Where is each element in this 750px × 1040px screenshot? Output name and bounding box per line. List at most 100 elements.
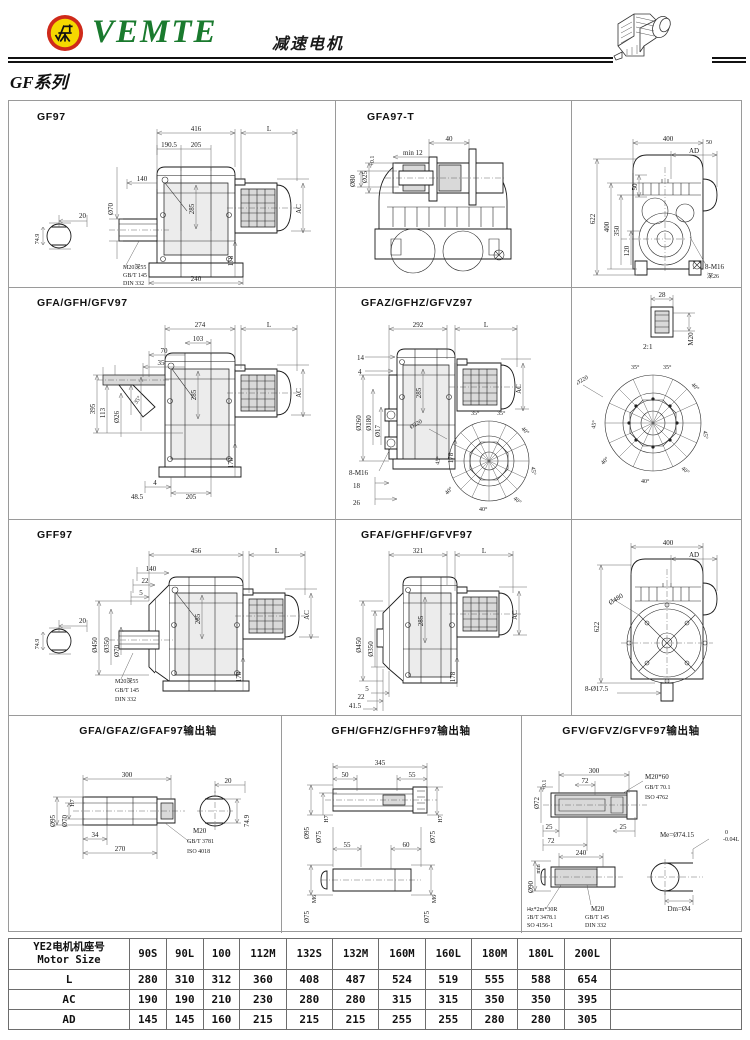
table-cell: 160 bbox=[202, 1009, 241, 1030]
svg-text:深26: 深26 bbox=[707, 272, 719, 280]
table-cell: 280 bbox=[129, 969, 167, 990]
svg-text:GB/T 145: GB/T 145 bbox=[123, 273, 147, 279]
table-cell: 215 bbox=[239, 1009, 287, 1030]
svg-text:622: 622 bbox=[589, 213, 597, 224]
svg-text:35°: 35° bbox=[132, 394, 143, 405]
svg-text:240: 240 bbox=[576, 849, 587, 857]
svg-text:AC: AC bbox=[295, 204, 303, 214]
table-cell: 255 bbox=[424, 1009, 472, 1030]
dimension-lines-shaft-gfh-top bbox=[307, 763, 443, 816]
svg-text:18: 18 bbox=[353, 482, 361, 490]
svg-text:40°: 40° bbox=[512, 495, 523, 506]
svg-text:70: 70 bbox=[161, 347, 169, 355]
drawing-gfaf-gfhf-gfvf97: 321 L Ø450 Ø350 285 178 AC 5 22 41.5 bbox=[349, 547, 527, 711]
table-cell: 360 bbox=[239, 969, 287, 990]
key-section-gf97: 74.9 20 bbox=[35, 212, 88, 250]
table-header-spacer bbox=[610, 938, 742, 970]
svg-text:178: 178 bbox=[235, 671, 243, 682]
sheet-divider bbox=[335, 287, 336, 519]
svg-text:ISO 4762: ISO 4762 bbox=[645, 795, 668, 801]
svg-text:456: 456 bbox=[191, 547, 202, 555]
svg-text:M6: M6 bbox=[432, 895, 438, 903]
svg-text:72: 72 bbox=[582, 777, 590, 785]
svg-text:Ø450: Ø450 bbox=[355, 637, 363, 653]
shaft-lower-view-gfv bbox=[540, 866, 623, 888]
svg-text:292: 292 bbox=[413, 321, 424, 329]
svg-text:35°: 35° bbox=[497, 410, 506, 417]
svg-text:Ø25: Ø25 bbox=[361, 170, 369, 183]
dimension-lines-right-top bbox=[593, 139, 718, 276]
svg-text:35: 35 bbox=[158, 359, 166, 367]
svg-text:140: 140 bbox=[146, 565, 157, 573]
table-col-header: 200L bbox=[563, 938, 612, 970]
table-cell: 555 bbox=[470, 969, 519, 990]
drawing-gfaz-gfhz-gfvz97: 292 L 14 4 Ø260 Ø180 Ø17 285 178 AC 8-M1… bbox=[349, 321, 537, 513]
svg-text:72: 72 bbox=[548, 837, 556, 845]
table-cell: 524 bbox=[378, 969, 426, 990]
svg-text:274: 274 bbox=[195, 321, 206, 329]
key-section-gff97: 74.9 20 bbox=[35, 617, 88, 655]
svg-text:H7: H7 bbox=[438, 815, 444, 822]
dimension-lines-shaft-gfh-bottom bbox=[307, 827, 435, 896]
dimension-lines-shaft-gfa bbox=[53, 775, 192, 859]
series-title: GF系列 bbox=[10, 73, 68, 92]
svg-text:Ø75: Ø75 bbox=[303, 910, 311, 923]
svg-text:GB/T 145: GB/T 145 bbox=[585, 915, 609, 921]
svg-text:Ø350: Ø350 bbox=[103, 637, 111, 653]
svg-text:25: 25 bbox=[546, 823, 554, 831]
svg-text:34: 34 bbox=[92, 831, 100, 839]
drawing-shaft-gfh: 345 50 55 Ø95 Ø75 H7 Ø75 H7 55 60 Ø75 M6… bbox=[303, 759, 444, 923]
svg-text:20: 20 bbox=[225, 777, 233, 785]
svg-text:285: 285 bbox=[415, 387, 423, 398]
sheet-divider bbox=[9, 519, 741, 520]
svg-text:AD: AD bbox=[689, 551, 699, 559]
svg-text:M20深55: M20深55 bbox=[123, 263, 146, 271]
svg-text:min 12: min 12 bbox=[403, 149, 423, 157]
page-header: VEMTE 减速电机 bbox=[0, 0, 750, 63]
svg-text:Ø260: Ø260 bbox=[355, 415, 363, 431]
table-cell: 315 bbox=[424, 989, 472, 1010]
svg-text:8-M16: 8-M16 bbox=[349, 469, 369, 477]
table-col-header: 132M bbox=[331, 938, 380, 970]
vemte-logo-icon bbox=[46, 14, 84, 52]
gearbox-face-right-top bbox=[621, 154, 718, 276]
table-cell: 145 bbox=[129, 1009, 167, 1030]
svg-text:74.9: 74.9 bbox=[35, 234, 41, 245]
svg-text:300: 300 bbox=[589, 767, 600, 775]
svg-text:205: 205 bbox=[191, 141, 202, 149]
svg-text:140: 140 bbox=[137, 175, 148, 183]
svg-text:Ø70: Ø70 bbox=[107, 202, 115, 215]
sheet-divider bbox=[335, 519, 336, 715]
svg-text:M6: M6 bbox=[312, 895, 318, 903]
svg-text:34z*2m*30R: 34z*2m*30R bbox=[527, 907, 557, 913]
dimension-lines-gfaz bbox=[359, 325, 531, 505]
svg-text:416: 416 bbox=[191, 125, 202, 133]
table-col-header: 180M bbox=[470, 938, 519, 970]
svg-text:M20: M20 bbox=[193, 827, 207, 835]
dimension-lines-shaft-gfv-top bbox=[537, 771, 644, 851]
table-cell: 280 bbox=[517, 1009, 565, 1030]
svg-text:Ø80: Ø80 bbox=[349, 174, 357, 187]
svg-text:190.5: 190.5 bbox=[161, 141, 177, 149]
table-col-header: 90L bbox=[165, 938, 204, 970]
table-cell: 280 bbox=[331, 989, 380, 1010]
gearbox-body-gfa97t bbox=[374, 148, 512, 274]
svg-text:DIN 332: DIN 332 bbox=[123, 281, 144, 285]
svg-text:8-M16: 8-M16 bbox=[705, 263, 725, 271]
svg-text:45°: 45° bbox=[590, 419, 598, 429]
shaft-end-view-gfa: 20 74.9 bbox=[197, 777, 251, 831]
svg-text:205: 205 bbox=[186, 493, 197, 501]
svg-text:35°: 35° bbox=[663, 364, 672, 371]
panel-title-gff97: GFF97 bbox=[37, 529, 73, 541]
table-col-header: 112M bbox=[239, 938, 287, 970]
table-cell: 190 bbox=[129, 989, 167, 1010]
svg-text:M20*60: M20*60 bbox=[645, 773, 669, 781]
dimension-lines-gf97 bbox=[109, 129, 311, 285]
svg-text:103: 103 bbox=[193, 335, 204, 343]
svg-text:26: 26 bbox=[353, 499, 361, 507]
drawing-right-bot: 400 AD 622 Ø480 8-Ø17.5 bbox=[585, 539, 718, 702]
svg-text:L: L bbox=[267, 321, 271, 329]
svg-text:28: 28 bbox=[659, 291, 667, 299]
svg-text:345: 345 bbox=[375, 759, 386, 767]
